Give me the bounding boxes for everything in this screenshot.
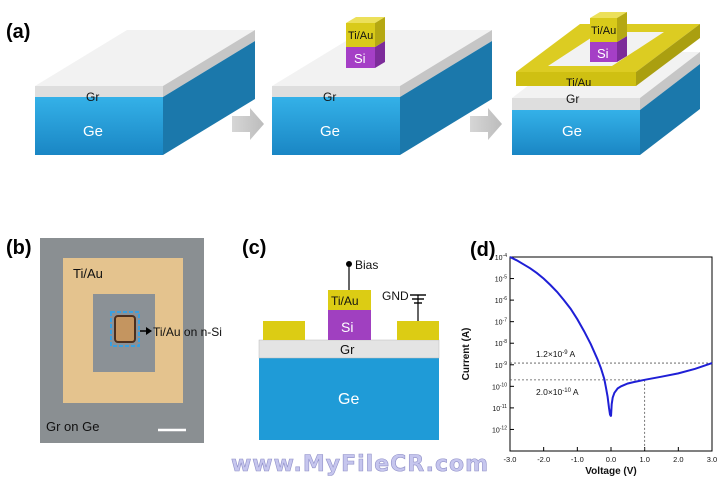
device-mesa-outline: [110, 311, 140, 347]
si-front: [590, 42, 617, 62]
ge-label: Ge: [320, 123, 340, 140]
gr-label: Gr: [86, 90, 99, 104]
annotation-label: 1.2×10-9 A: [536, 349, 575, 359]
gr-on-ge-label: Gr on Ge: [46, 419, 99, 434]
pillar-tiau-label: Ti/Au: [591, 25, 616, 37]
tiau-top: [346, 17, 385, 23]
ge-front: [35, 97, 163, 155]
si-side: [375, 41, 385, 68]
graphene-top: [35, 30, 255, 86]
left-contact: [263, 321, 305, 340]
block-3: Ti/Au Si Ti/Au Gr Ge: [512, 12, 700, 155]
frame-front: [516, 72, 636, 86]
y-tick-label: 10-4: [495, 253, 507, 262]
x-tick-label: 0.0: [606, 455, 616, 464]
iv-curve: [509, 256, 713, 417]
si-side: [617, 36, 627, 62]
panel-b-label: (b): [6, 237, 32, 259]
bias-terminal: [346, 261, 352, 267]
frame-tiau-label: Ti/Au: [566, 77, 591, 89]
graphene-side: [640, 52, 700, 110]
si-block: [328, 310, 371, 340]
y-tick-label: 10-12: [492, 425, 507, 434]
x-tick-label: -3.0: [504, 455, 517, 464]
y-tick-label: 10-5: [495, 275, 507, 284]
graphene-front: [35, 86, 163, 97]
ge-side: [640, 64, 700, 155]
tiau-front: [346, 23, 375, 47]
ge-layer: [259, 358, 439, 440]
y-tick-label: 10-7: [495, 318, 507, 327]
gnd-label: GND: [382, 289, 409, 303]
annotation-label: 2.0×10-10 A: [536, 387, 579, 397]
bias-label: Bias: [355, 258, 378, 272]
right-contact: [397, 321, 439, 340]
y-tick-label: 10-11: [492, 404, 507, 413]
x-tick-label: 1.0: [639, 455, 649, 464]
panel-d-label: (d): [470, 239, 496, 261]
ge-label: Ge: [83, 123, 103, 140]
x-axis-label: Voltage (V): [585, 466, 636, 477]
pillar-si-label: Si: [597, 46, 609, 61]
device-mesa: [114, 315, 136, 343]
process-arrow-1: [232, 108, 264, 140]
panel-c: (c) Bias GND Ti/Au Si Gr Ge: [242, 237, 440, 440]
y-tick-label: 10-6: [495, 296, 507, 305]
pillar-si-label: Si: [354, 51, 366, 66]
tiau-front: [590, 18, 617, 42]
ti-au-on-si-label: Ti/Au on n-Si: [153, 325, 222, 339]
tiau-top: [590, 12, 627, 18]
x-tick-label: 2.0: [673, 455, 683, 464]
panel-b: (b) Ti/Au Ti/Au on n-Si Gr on Ge: [6, 237, 222, 443]
si-front: [346, 47, 375, 68]
panel-a: (a) Gr Ge Ti/Au Si Gr Ge: [6, 12, 700, 155]
y-tick-label: 10-8: [495, 339, 507, 348]
block-1: Gr Ge: [35, 30, 255, 155]
graphene-front: [512, 98, 640, 110]
tiau-label: Ti/Au: [331, 294, 359, 308]
x-tick-label: -1.0: [571, 455, 584, 464]
x-tick-label: -2.0: [537, 455, 550, 464]
ge-side: [163, 41, 255, 155]
process-arrow-2: [470, 108, 502, 140]
ge-front: [512, 110, 640, 155]
x-tick-label: 3.0: [707, 455, 717, 464]
y-tick-label: 10-10: [492, 382, 507, 391]
panel-c-label: (c): [242, 237, 266, 259]
gr-label: Gr: [340, 342, 355, 357]
si-label: Si: [341, 319, 353, 335]
y-axis-label: Current (A): [461, 328, 472, 381]
gr-label: Gr: [323, 90, 336, 104]
tiau-block: [328, 290, 371, 310]
ti-au-label: Ti/Au: [73, 266, 103, 281]
ge-label: Ge: [562, 123, 582, 140]
ge-front: [272, 97, 400, 155]
ge-label: Ge: [338, 391, 359, 408]
graphene-side: [163, 30, 255, 97]
tiau-side: [617, 12, 627, 42]
frame-side: [636, 24, 700, 86]
panel-a-label: (a): [6, 21, 30, 43]
ge-side: [400, 41, 492, 155]
panel-d-chart: (d) 10-4 10-5 10-6 10-7 10-8 10-9 10-10 10-11 10…: [461, 239, 717, 477]
watermark: www.MyFileCR.com: [230, 452, 490, 478]
pointer-arrowhead: [146, 327, 152, 335]
block-2: Ti/Au Si Gr Ge: [272, 17, 492, 155]
graphene-front: [272, 86, 400, 97]
pillar-tiau-label: Ti/Au: [348, 30, 373, 42]
y-tick-label: 10-9: [495, 361, 507, 370]
tiau-side: [375, 17, 385, 47]
gr-label: Gr: [566, 92, 579, 106]
graphene-side: [400, 30, 492, 97]
